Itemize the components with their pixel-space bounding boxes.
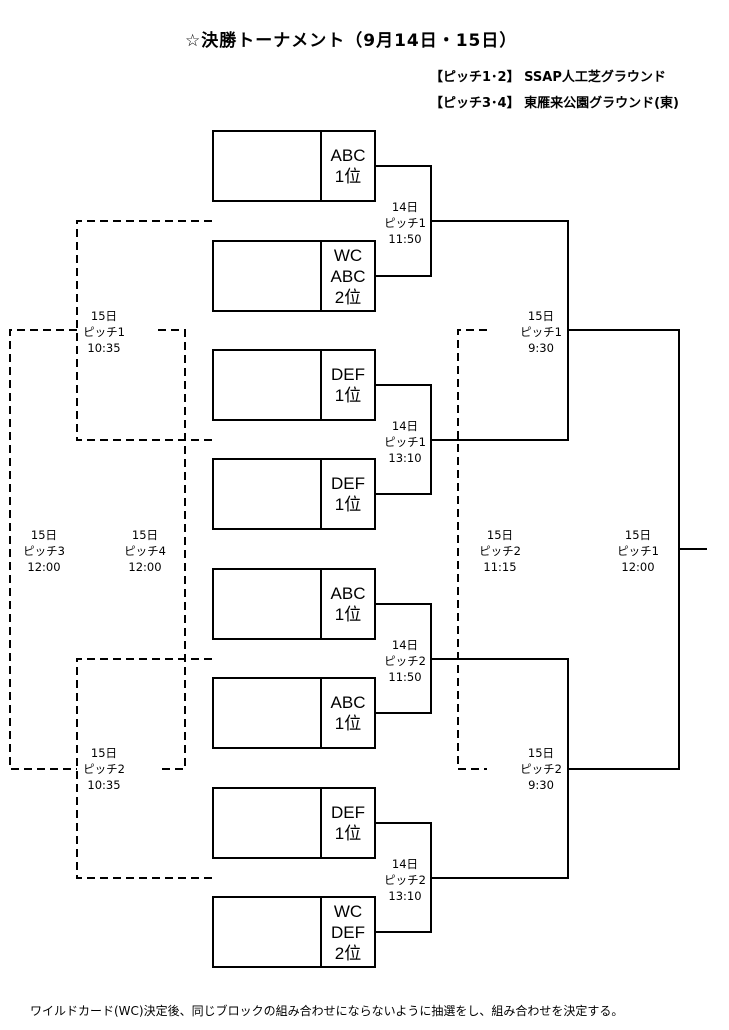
match-label-sf-1: 15日 ピッチ1 9:30: [520, 309, 562, 355]
team-name-cell: [214, 351, 322, 419]
team-slot-3: DEF 1位: [212, 349, 376, 421]
match-label-cons-3: 15日 ピッチ3 12:00: [23, 528, 65, 574]
seed-label: ABC 1位: [330, 146, 366, 186]
match-label-cons-4: 15日 ピッチ4 12:00: [124, 528, 166, 574]
venue-pitch-3-4: 【ピッチ3･4】 東雁来公園グラウンド(東): [430, 96, 679, 111]
team-slot-5: ABC 1位: [212, 568, 376, 640]
bracket-line-cons-3: [9, 329, 77, 770]
team-slot-8: WC DEF 2位: [212, 896, 376, 968]
match-label-r1-4: 14日 ピッチ2 13:10: [384, 857, 426, 903]
seed-label: ABC 1位: [330, 584, 366, 624]
team-name-cell: [214, 789, 322, 857]
match-label-sf-2: 15日 ピッチ2 9:30: [520, 746, 562, 792]
seed-label: WC DEF 2位: [331, 901, 365, 963]
team-slot-2: WC ABC 2位: [212, 240, 376, 312]
bracket-line-cons-4: [158, 329, 186, 770]
team-slot-4: DEF 1位: [212, 458, 376, 530]
match-label-r1-2: 14日 ピッチ1 13:10: [384, 419, 426, 465]
bracket-line-cons-1: [76, 220, 212, 441]
seed-label: WC ABC 2位: [330, 245, 366, 307]
match-label-cons-1: 15日 ピッチ1 10:35: [83, 309, 125, 355]
seed-label: ABC 1位: [330, 693, 366, 733]
seed-label: DEF 1位: [331, 803, 365, 843]
venue-pitch-1-2: 【ピッチ1･2】 SSAP人工芝グラウンド: [430, 70, 666, 85]
footer-note: ワイルドカード(WC)決定後、同じブロックの組み合わせにならないように抽選をし、…: [30, 1004, 624, 1018]
team-slot-1: ABC 1位: [212, 130, 376, 202]
team-name-cell: [214, 242, 322, 310]
match-label-final: 15日 ピッチ1 12:00: [617, 528, 659, 574]
bracket-line-third: [457, 329, 487, 770]
match-label-third: 15日 ピッチ2 11:15: [479, 528, 521, 574]
match-label-r1-1: 14日 ピッチ1 11:50: [384, 200, 426, 246]
seed-label: DEF 1位: [331, 365, 365, 405]
team-name-cell: [214, 132, 322, 200]
team-name-cell: [214, 570, 322, 638]
team-name-cell: [214, 460, 322, 528]
bracket-line-cons-2: [76, 658, 212, 879]
team-name-cell: [214, 898, 322, 966]
team-slot-7: DEF 1位: [212, 787, 376, 859]
match-label-cons-2: 15日 ピッチ2 10:35: [83, 746, 125, 792]
team-slot-6: ABC 1位: [212, 677, 376, 749]
match-label-r1-3: 14日 ピッチ2 11:50: [384, 638, 426, 684]
page-title: ☆決勝トーナメント（9月14日・15日）: [185, 31, 518, 51]
seed-label: DEF 1位: [331, 474, 365, 514]
team-name-cell: [214, 679, 322, 747]
